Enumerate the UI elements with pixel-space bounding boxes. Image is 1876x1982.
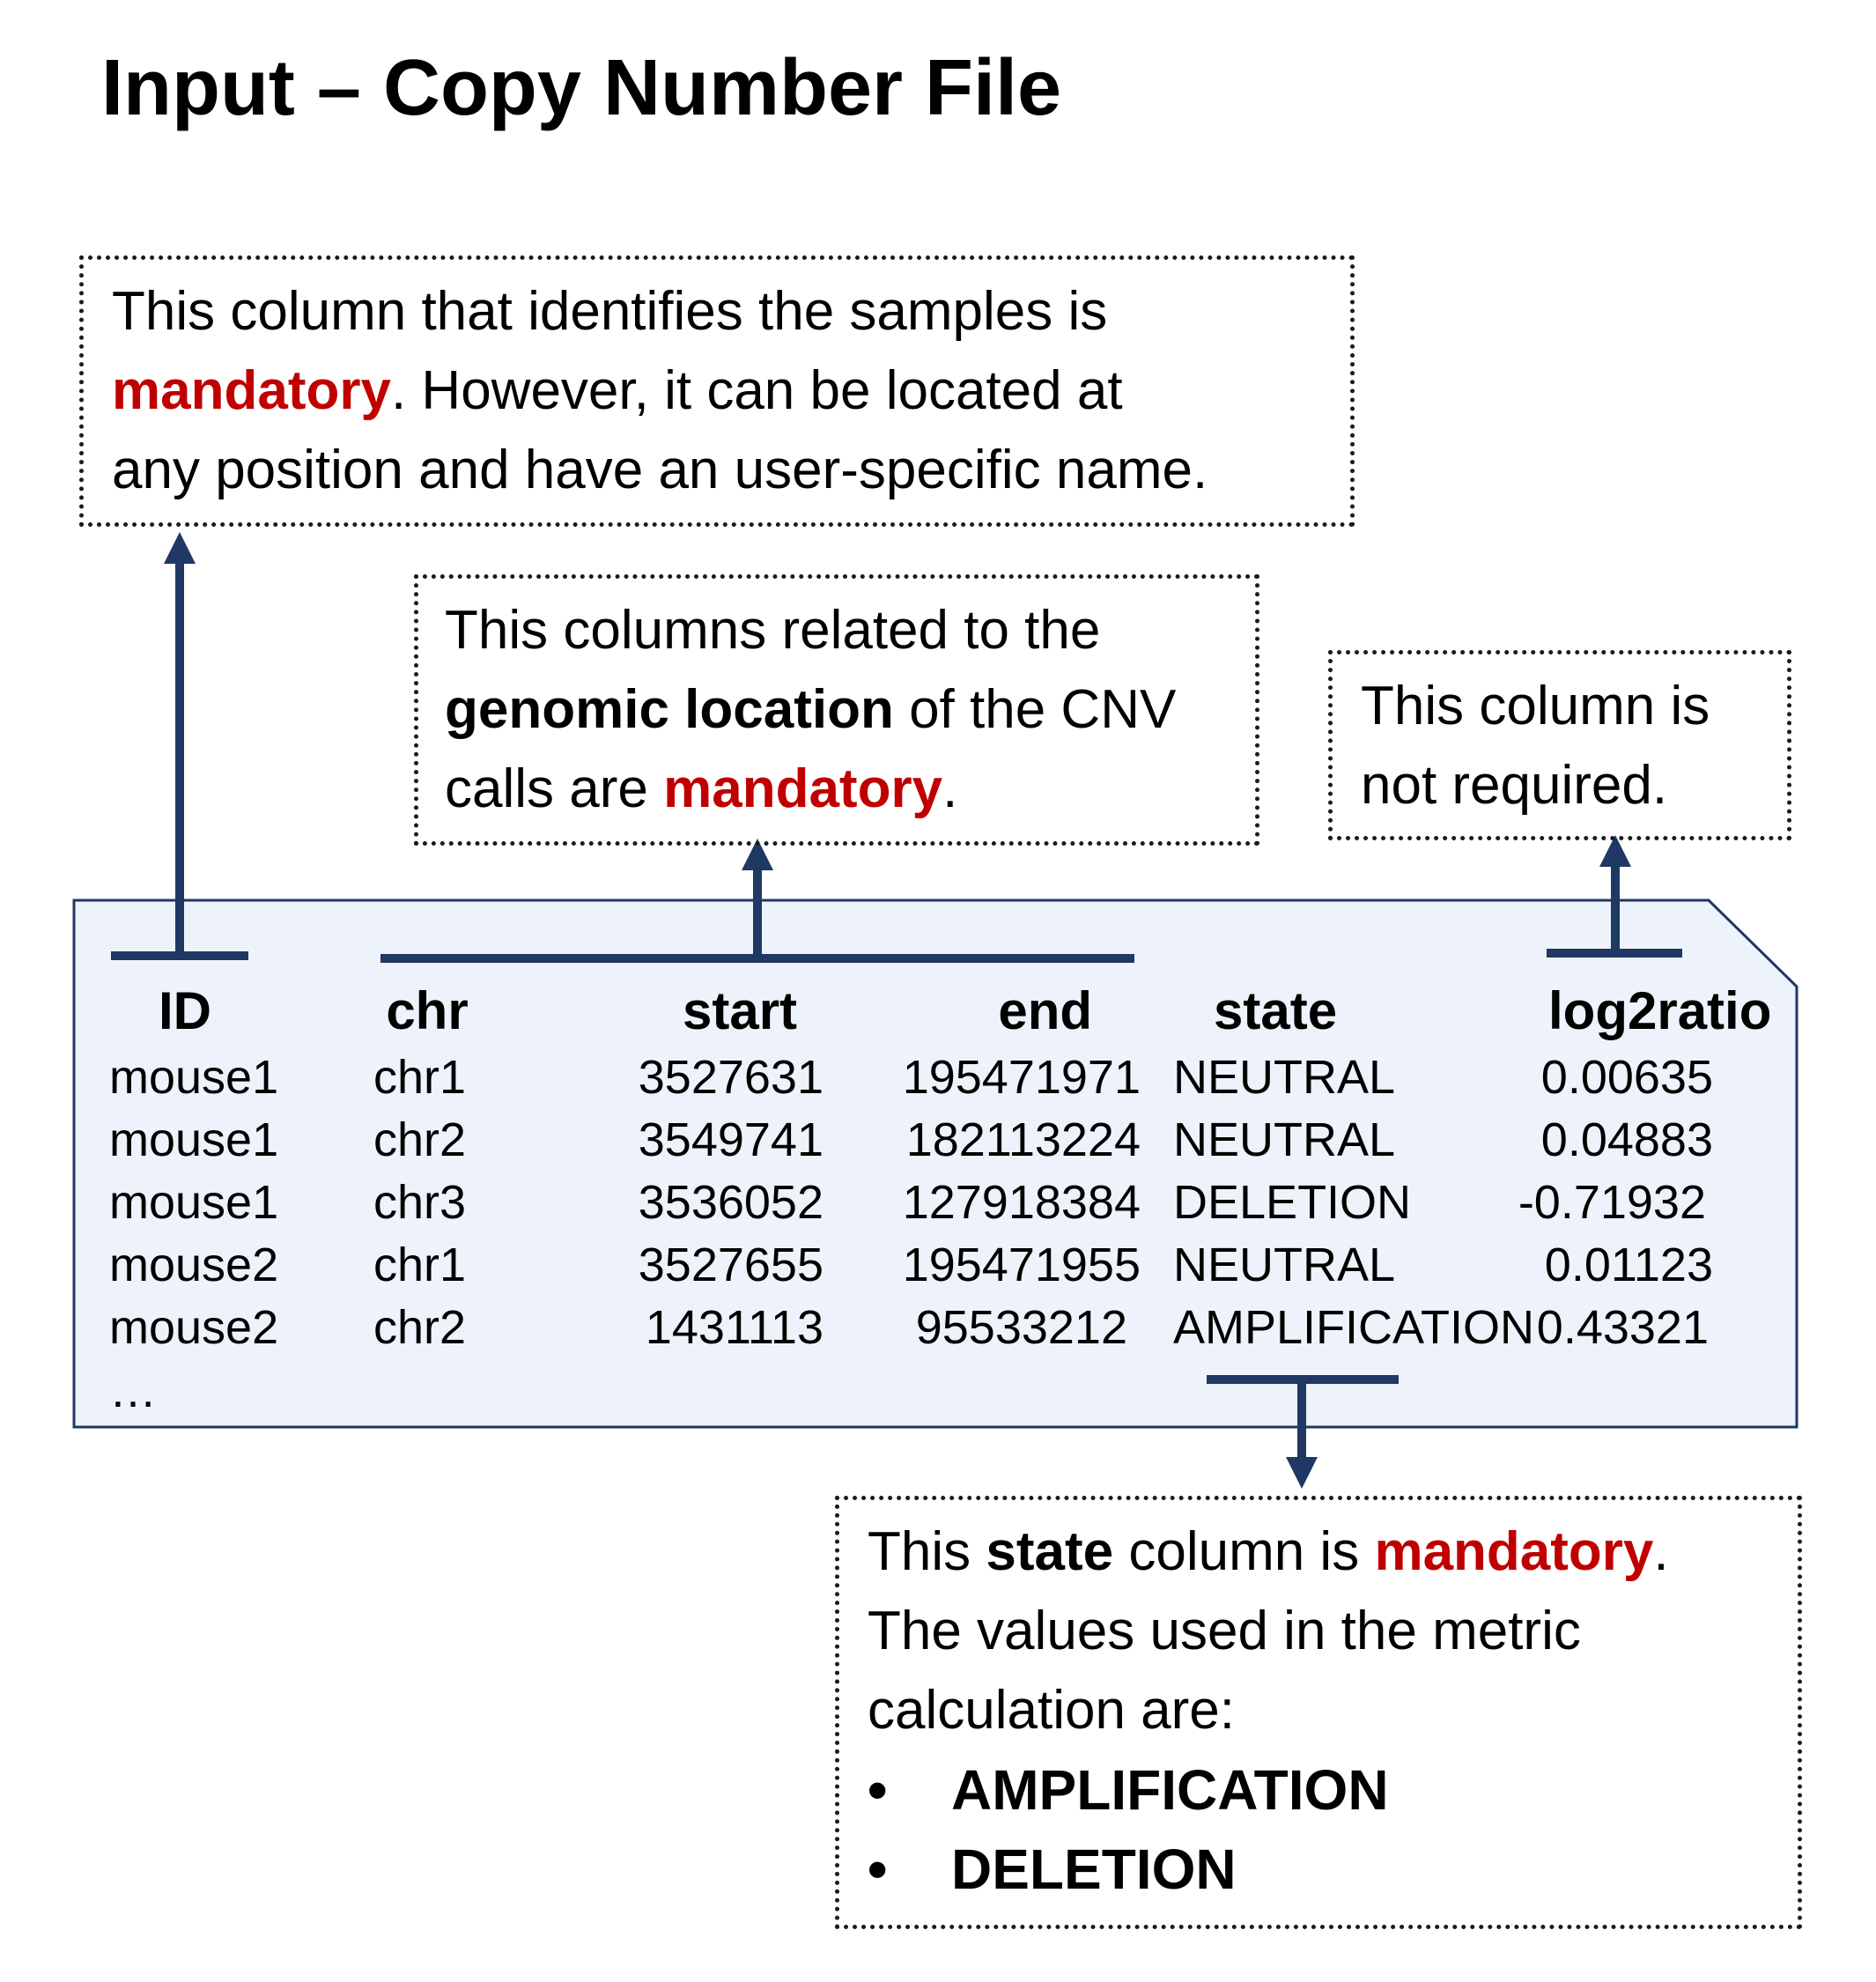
table-cell: 0.04883 (1540, 1113, 1713, 1166)
note-state: This state column is mandatory. The valu… (835, 1496, 1802, 1929)
table-cell: chr1 (373, 1239, 467, 1291)
table-cell: mouse2 (109, 1239, 279, 1291)
note-log2ratio: This column is not required. (1328, 650, 1791, 840)
table-cell: 1431113 (645, 1301, 824, 1354)
file-outline (72, 899, 1798, 1429)
table-cell: mouse1 (109, 1113, 279, 1166)
bullet-icon: • (868, 1838, 888, 1901)
mandatory-label: mandatory (663, 758, 943, 819)
table-cell: 3527655 (638, 1239, 824, 1291)
state-label: state (986, 1521, 1114, 1582)
table-cell: mouse1 (109, 1176, 279, 1229)
more-rows-ellipsis: … (109, 1364, 157, 1417)
table-cell: chr2 (373, 1113, 467, 1166)
table-cell: 0.43321 (1536, 1301, 1709, 1354)
mandatory-label: mandatory (1374, 1521, 1654, 1582)
note-sample-id-line2: mandatory. However, it can be located at (112, 360, 1123, 421)
table-cell: AMPLIFICATION (1173, 1301, 1535, 1354)
table-cell: 182113224 (905, 1113, 1141, 1166)
table-cell: 95533212 (915, 1301, 1127, 1354)
table-cell: 127918384 (902, 1176, 1141, 1229)
log2ratio-arrow-head (1599, 835, 1631, 867)
table-cell: 3536052 (638, 1176, 824, 1229)
table-cell: 0.01123 (1544, 1239, 1713, 1291)
column-header-start: start (682, 981, 798, 1040)
note-state-line1: This state column is mandatory. (868, 1521, 1669, 1582)
table-cell: 0.00635 (1540, 1051, 1713, 1104)
note-sample-id-line1: This column that identifies the samples … (112, 281, 1108, 342)
location-arrow-head (742, 839, 773, 870)
page-title: Input – Copy Number File (101, 44, 1062, 132)
genomic-location-label: genomic location (445, 679, 894, 740)
table-cell: NEUTRAL (1173, 1239, 1396, 1291)
table-cell: -0.71932 (1518, 1176, 1706, 1229)
id-arrow-head (164, 532, 196, 564)
table-cell: 3549741 (638, 1113, 824, 1166)
note-sample-id: This column that identifies the samples … (79, 255, 1355, 527)
note-log2ratio-line2: not required. (1361, 755, 1668, 816)
column-header-end: end (998, 981, 1092, 1040)
column-header-log2ratio: log2ratio (1548, 981, 1772, 1040)
note-genomic-location: This columns related to the genomic loca… (414, 574, 1259, 846)
bullet-item: •DELETION (868, 1830, 1775, 1909)
note-state-line2: The values used in the metric (868, 1601, 1581, 1661)
column-header-id: ID (159, 981, 211, 1040)
table-cell: chr1 (373, 1051, 467, 1104)
column-header-chr: chr (386, 981, 469, 1040)
table-cell: mouse1 (109, 1051, 279, 1104)
table-cell: 195471955 (902, 1239, 1141, 1291)
bullet-item: •AMPLIFICATION (868, 1750, 1775, 1830)
note-state-line3: calculation are: (868, 1680, 1236, 1741)
note-log2ratio-line1: This column is (1361, 676, 1710, 736)
table-cell: chr3 (373, 1176, 467, 1229)
table-cell: 3527631 (638, 1051, 824, 1104)
table-cell: NEUTRAL (1173, 1113, 1396, 1166)
table-cell: NEUTRAL (1173, 1051, 1396, 1104)
note-location-line1: This columns related to the (445, 600, 1101, 661)
note-location-line2: genomic location of the CNV (445, 679, 1177, 740)
table-cell: 195471971 (902, 1051, 1141, 1104)
state-arrow-head (1286, 1457, 1318, 1489)
bullet-icon: • (868, 1758, 888, 1822)
note-sample-id-line3: any position and have an user-specific n… (112, 440, 1208, 500)
note-location-line3: calls are mandatory. (445, 758, 958, 819)
mandatory-label: mandatory (112, 360, 391, 421)
table-cell: chr2 (373, 1301, 467, 1354)
column-header-state: state (1214, 981, 1338, 1040)
table-cell: mouse2 (109, 1301, 279, 1354)
table-cell: DELETION (1173, 1176, 1412, 1229)
